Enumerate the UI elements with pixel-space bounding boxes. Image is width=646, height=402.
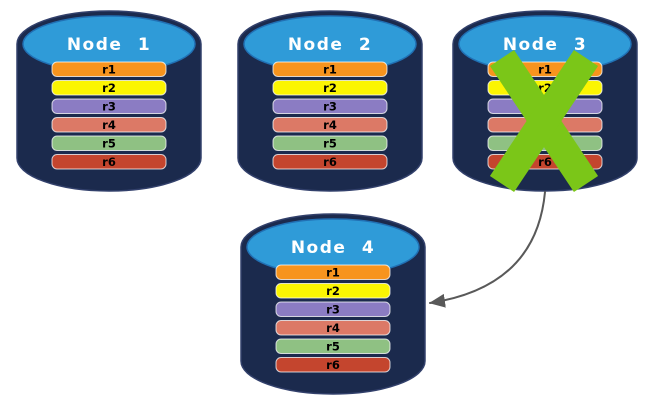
replica-row (272, 98, 388, 114)
replica-row-label: r4 (326, 321, 340, 335)
replica-row (51, 61, 167, 77)
node-4-cylinder: Node 4 r1 r2 r3 r4 r5 r6 (240, 213, 426, 395)
replica-row (272, 154, 388, 170)
replica-row (272, 135, 388, 151)
replica-rows: r1 r2 r3 r4 r5 r6 (275, 264, 391, 373)
replica-row (272, 80, 388, 96)
node-2-cylinder: Node 2 r1 r2 r3 r4 r5 r6 (237, 10, 423, 192)
replica-row (275, 338, 391, 354)
replica-row-label: r1 (326, 266, 340, 280)
replica-row-label: r1 (538, 63, 552, 77)
replica-row (275, 264, 391, 280)
replica-row-label: r6 (102, 155, 116, 169)
replica-row-label: r6 (538, 155, 552, 169)
arrow-curve (429, 191, 546, 308)
node-title: Node 2 (288, 35, 372, 55)
replica-row-label: r6 (326, 358, 340, 372)
node-title: Node 3 (503, 35, 587, 55)
replica-rows: r1 r2 r3 r4 r5 r6 (272, 61, 388, 170)
replica-row (51, 135, 167, 151)
replica-row-label: r2 (102, 81, 116, 95)
replica-row-label: r3 (323, 100, 337, 114)
replica-row-label: r5 (102, 137, 116, 151)
replica-row (51, 154, 167, 170)
x-mark-icon (489, 49, 599, 193)
replica-row-label: r3 (326, 303, 340, 317)
node-3-cylinder: Node 3 r1 r2 r3 r4 r5 r6 (452, 10, 638, 193)
replica-row (272, 117, 388, 133)
replica-row-label: r3 (102, 100, 116, 114)
node-title: Node 1 (67, 35, 151, 55)
replica-row-label: r6 (323, 155, 337, 169)
replica-row (275, 301, 391, 317)
replica-row-label: r2 (323, 81, 337, 95)
replica-rows: r1 r2 r3 r4 r5 r6 (51, 61, 167, 170)
replica-row-label: r4 (323, 118, 337, 132)
replica-row-label: r2 (326, 284, 340, 298)
replica-row (51, 117, 167, 133)
replica-row-label: r1 (323, 63, 337, 77)
node-title: Node 4 (291, 238, 375, 258)
replica-row (51, 98, 167, 114)
node-1-cylinder: Node 1 r1 r2 r3 r4 r5 r6 (16, 10, 202, 192)
replica-row-label: r5 (323, 137, 337, 151)
replica-row (275, 283, 391, 299)
replica-row (275, 320, 391, 336)
replica-row (272, 61, 388, 77)
replica-row-label: r4 (102, 118, 116, 132)
replica-row-label: r1 (102, 63, 116, 77)
failover-arrow (429, 191, 546, 308)
replica-row-label: r5 (326, 340, 340, 354)
replica-row (275, 357, 391, 373)
replica-row (51, 80, 167, 96)
